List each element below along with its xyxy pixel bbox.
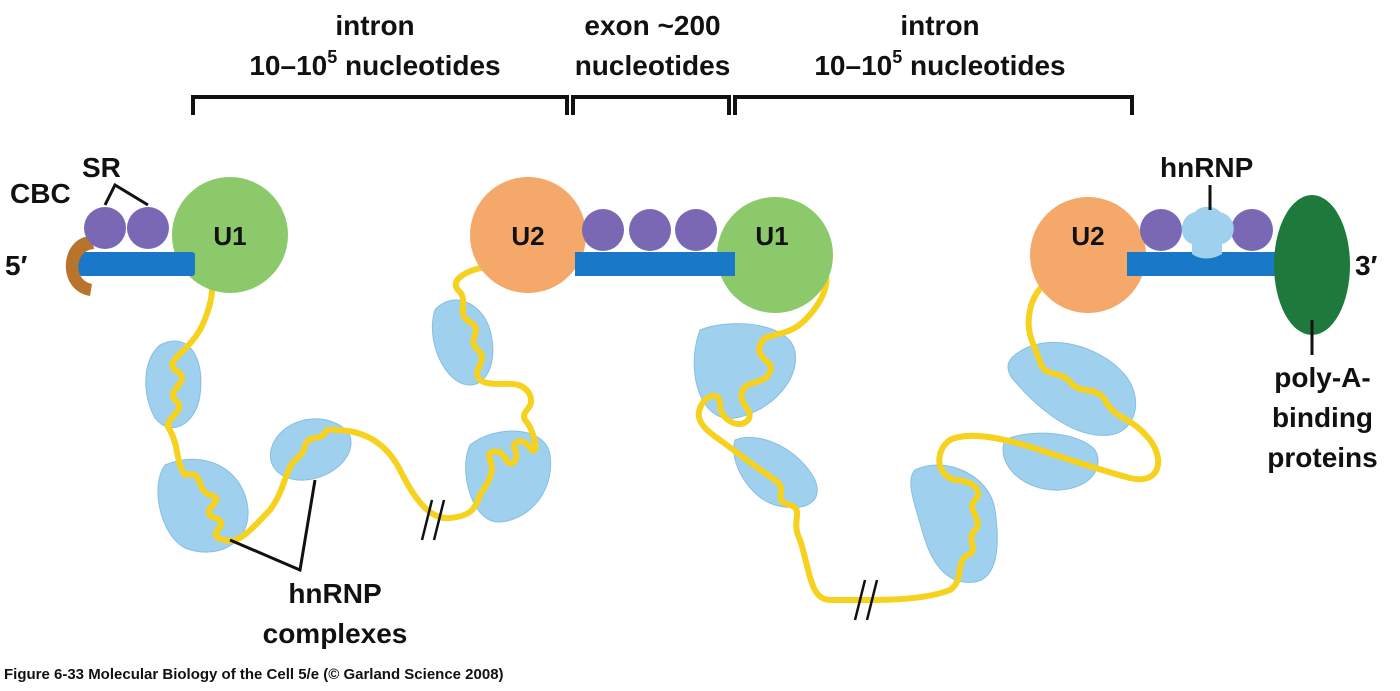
sr-protein bbox=[675, 209, 717, 251]
sr-protein bbox=[84, 207, 126, 249]
rna-strand bbox=[695, 262, 1162, 603]
five-prime-label: 5′ bbox=[5, 250, 28, 281]
hnrnp-complex bbox=[145, 340, 202, 429]
brackets bbox=[191, 95, 1134, 115]
intron-left-label: intron 10–105 nucleotides bbox=[220, 6, 530, 86]
u1-mid-label: U1 bbox=[755, 221, 788, 251]
hnrnp-complex bbox=[733, 436, 818, 509]
exon-bar-mid bbox=[575, 252, 735, 276]
hnrnp-protein bbox=[1181, 206, 1234, 259]
sr-protein bbox=[582, 209, 624, 251]
hnrnp-complexes-label: hnRNP complexes bbox=[260, 574, 410, 654]
polya-line3: proteins bbox=[1267, 442, 1378, 473]
hnrnp-complexes-pointer bbox=[229, 479, 317, 573]
u1-left-label: U1 bbox=[213, 221, 246, 251]
sr-protein bbox=[127, 207, 169, 249]
rna-strand bbox=[164, 262, 578, 544]
hnrnp-complexes-line2: complexes bbox=[262, 618, 408, 649]
u1-snrnp-mid bbox=[717, 197, 833, 313]
u2-right-label: U2 bbox=[1071, 221, 1104, 251]
sr-label: SR bbox=[82, 152, 121, 183]
break-marks bbox=[420, 499, 879, 621]
cbc-label: CBC bbox=[10, 178, 71, 209]
hnrnp-complex bbox=[1007, 341, 1137, 436]
bracket-exon bbox=[571, 95, 731, 115]
sr-protein bbox=[629, 209, 671, 251]
u2-snrnp-right bbox=[1030, 197, 1146, 313]
polya-label: poly-A- binding proteins bbox=[1255, 358, 1390, 478]
intron-right-label: intron 10–105 nucleotides bbox=[790, 6, 1090, 86]
u2-mid-label: U2 bbox=[511, 221, 544, 251]
intron-right-line1: intron bbox=[900, 10, 980, 41]
u2-snrnp-mid bbox=[470, 177, 586, 293]
polya-line2: binding bbox=[1271, 402, 1374, 433]
figure-caption: Figure 6-33 Molecular Biology of the Cel… bbox=[4, 666, 504, 683]
u1-snrnp-left bbox=[172, 177, 288, 293]
bracket-intron-right bbox=[733, 95, 1134, 115]
intron-left-line2: 10–105 nucleotides bbox=[249, 46, 501, 81]
hnrnp-complex bbox=[157, 458, 249, 553]
three-prime-label: 3′ bbox=[1355, 250, 1378, 281]
intron-left-line1: intron bbox=[335, 10, 415, 41]
hnrnp-top-label: hnRNP bbox=[1160, 152, 1254, 183]
bracket-intron-left bbox=[191, 95, 569, 115]
cbc-protein bbox=[65, 236, 94, 296]
hnrnp-complexes-line1: hnRNP bbox=[288, 578, 382, 609]
exon-line2: nucleotides bbox=[574, 50, 731, 81]
exon-line1: exon ~200 bbox=[584, 10, 721, 41]
polya-line1: poly-A- bbox=[1274, 362, 1371, 393]
sr-protein bbox=[1231, 209, 1273, 251]
hnrnp-complex bbox=[693, 323, 797, 419]
polya-binding-protein bbox=[1274, 195, 1350, 335]
exon-label: exon ~200 nucleotides bbox=[560, 6, 745, 86]
exon-bar-left bbox=[70, 252, 195, 276]
intron-right-line2: 10–105 nucleotides bbox=[814, 46, 1066, 81]
sr-protein bbox=[1140, 209, 1182, 251]
sr-pointer bbox=[103, 182, 149, 207]
